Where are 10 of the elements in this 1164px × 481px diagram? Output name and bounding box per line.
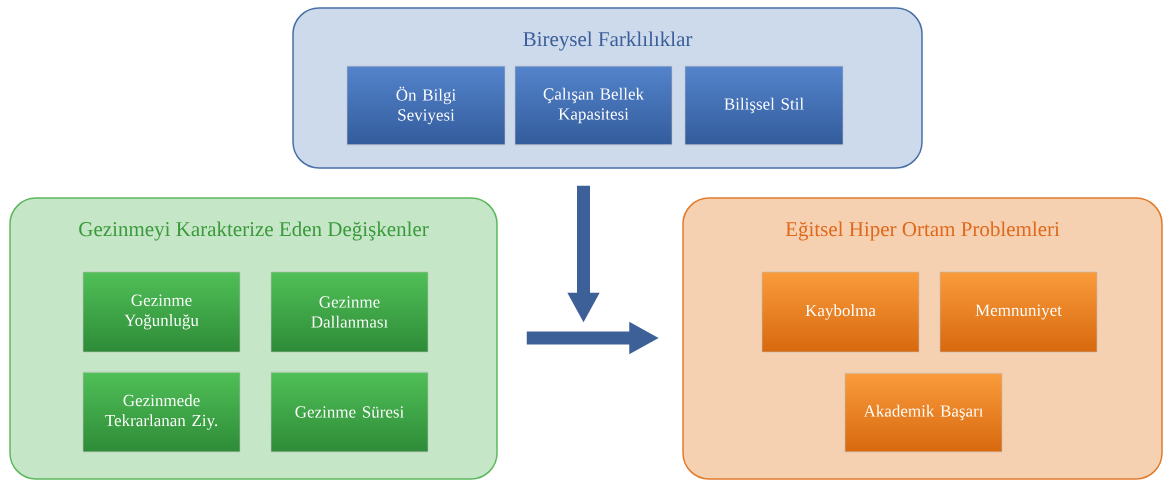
variable-box: Gezinme Yoğunluğu (82, 271, 241, 353)
variable-box: Kaybolma (761, 271, 920, 353)
variable-box: Gezinmede Tekrarlanan Ziy. (82, 371, 241, 453)
variable-box: Akademik Başarı (844, 372, 1003, 453)
variable-box: Ön Bilgi Seviyesi (346, 65, 506, 146)
variable-box: Memnuniyet (939, 271, 1098, 353)
variable-box: Çalışan Bellek Kapasitesi (514, 65, 673, 146)
variable-box: Gezinme Dallanması (270, 271, 429, 353)
variable-box: Bilişsel Stil (684, 65, 844, 146)
variable-box: Gezinme Süresi (270, 371, 429, 453)
